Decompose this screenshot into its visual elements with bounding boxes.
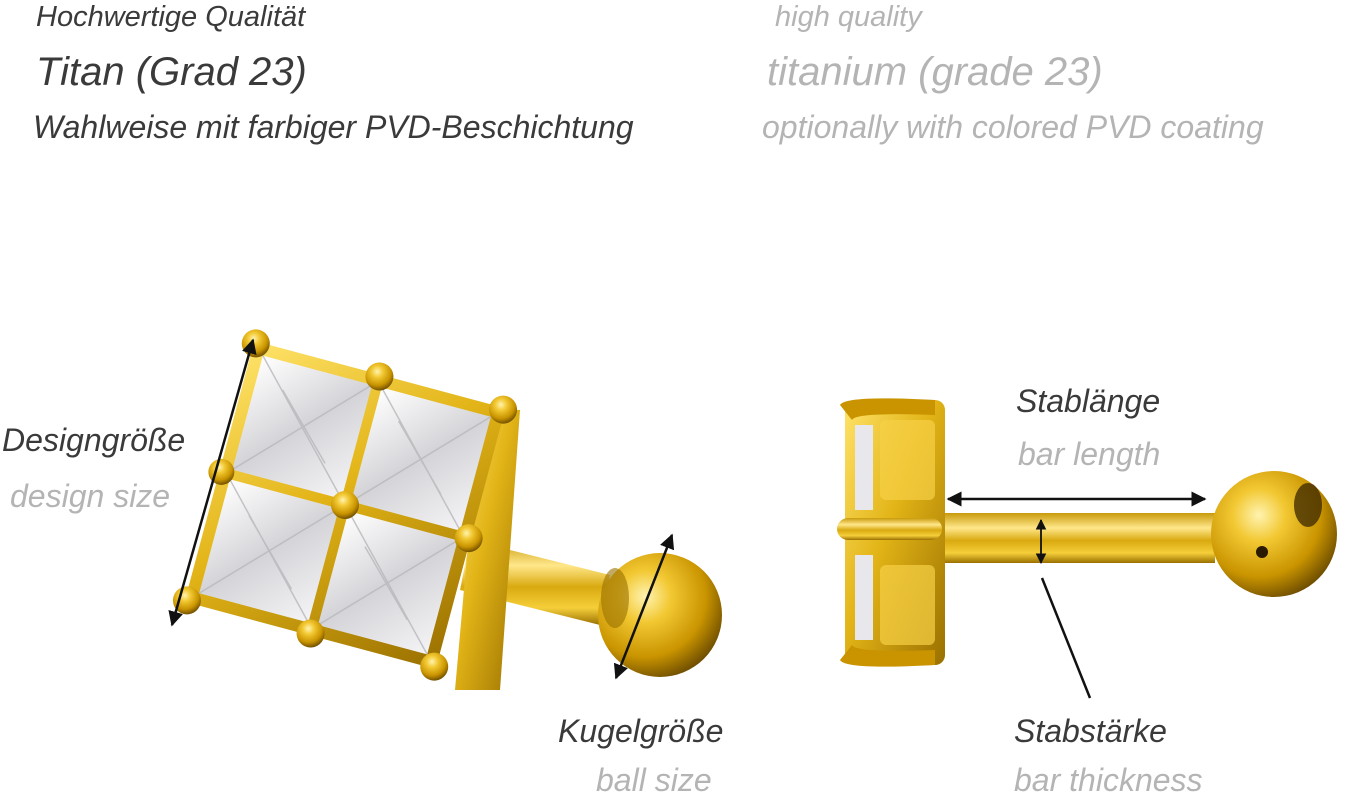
quality-label-en: high quality — [775, 1, 922, 33]
side-view-stud — [837, 398, 1337, 667]
bar-side — [935, 513, 1215, 563]
bar-length-label-en: bar length — [1018, 436, 1161, 472]
bar-thickness-label-de: Stabstärke — [1014, 713, 1167, 749]
coating-label-de: Wahlweise mit farbiger PVD-Beschichtung — [33, 109, 634, 145]
design-size-label-de: Designgröße — [2, 422, 186, 458]
bar-length-label-de: Stablänge — [1016, 383, 1161, 419]
coating-label-en: optionally with colored PVD coating — [762, 109, 1264, 145]
material-label-en: titanium (grade 23) — [767, 50, 1103, 94]
bar-thickness-leader — [1040, 577, 1092, 699]
quality-label-de: Hochwertige Qualität — [36, 1, 306, 33]
material-label-de: Titan (Grad 23) — [36, 50, 307, 94]
ball-size-label-de: Kugelgröße — [558, 713, 724, 749]
ball-size-arrow — [613, 533, 675, 680]
front-view-stud — [172, 329, 722, 690]
bar-thickness-label-en: bar thickness — [1014, 762, 1203, 798]
ball-size-label-en: ball size — [596, 762, 712, 798]
design-size-arrow — [168, 338, 257, 627]
design-size-label-en: design size — [10, 478, 171, 514]
